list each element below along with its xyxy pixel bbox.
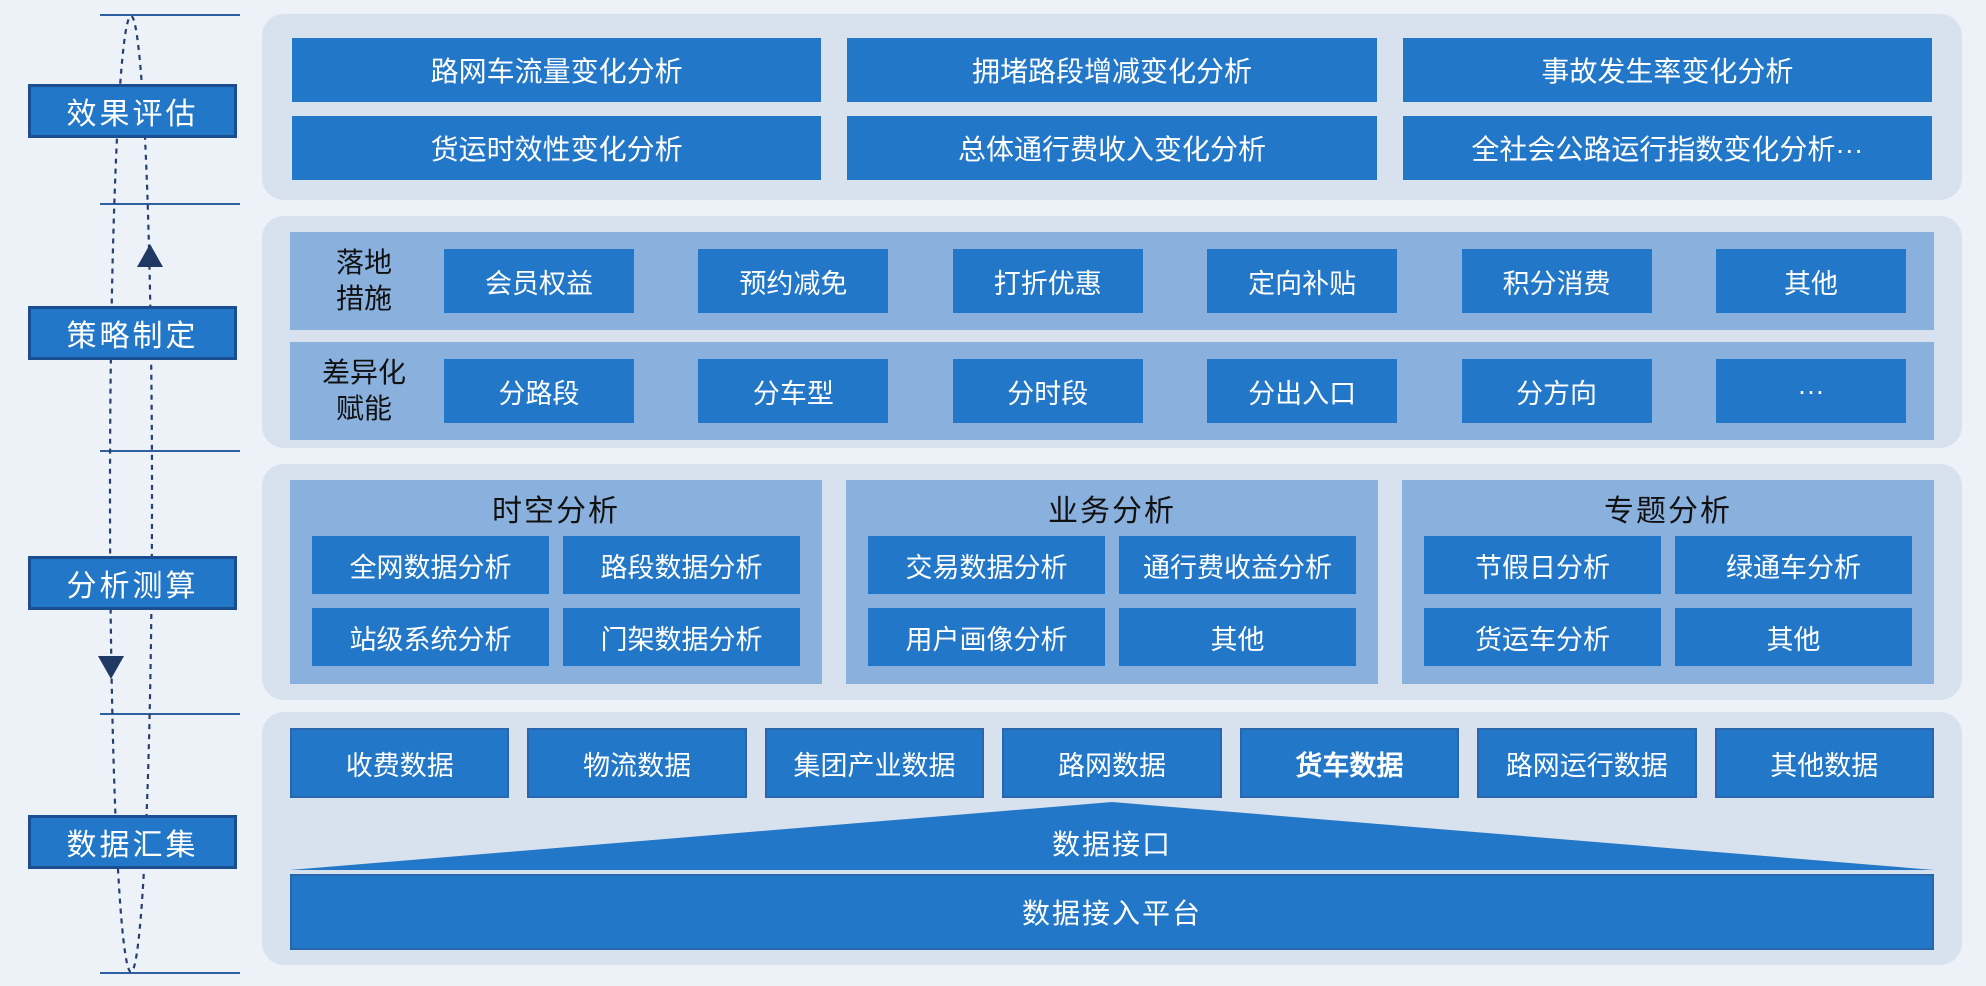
cycle-ellipse-graphic <box>98 14 163 974</box>
analysis-grid: 交易数据分析 通行费收益分析 用户画像分析 其他 <box>868 536 1356 666</box>
strategy-box: 会员权益 <box>444 249 634 313</box>
strategy-box: 分出入口 <box>1207 359 1398 423</box>
rail-divider-line <box>100 14 240 16</box>
label-line: 赋能 <box>335 393 392 424</box>
label-line: 措施 <box>335 283 392 314</box>
strategy-band: 落地 措施 会员权益 预约减免 打折优惠 定向补贴 积分消费 其他 差异化 赋能… <box>262 216 1962 448</box>
strategy-box: 分路段 <box>444 359 634 423</box>
data-band: 收费数据 物流数据 集团产业数据 路网数据 货车数据 路网运行数据 其他数据 数… <box>262 712 1962 965</box>
analysis-box: 站级系统分析 <box>312 608 549 666</box>
evaluation-band: 路网车流量变化分析 拥堵路段增减变化分析 事故发生率变化分析 货运时效性变化分析… <box>262 14 1962 200</box>
strategy-box: 分时段 <box>952 359 1143 423</box>
analysis-box: 门架数据分析 <box>563 608 800 666</box>
evaluation-box: 路网车流量变化分析 <box>292 38 822 102</box>
data-source-box: 其他数据 <box>1714 728 1934 798</box>
analysis-box: 用户画像分析 <box>868 608 1105 666</box>
analysis-column-spatiotemporal: 时空分析 全网数据分析 路段数据分析 站级系统分析 门架数据分析 <box>290 480 822 684</box>
data-interface-triangle: 数据接口 <box>290 802 1934 870</box>
evaluation-box: 事故发生率变化分析 <box>1402 38 1932 102</box>
analysis-box: 交易数据分析 <box>868 536 1105 594</box>
data-source-box: 路网运行数据 <box>1477 728 1697 798</box>
rail-divider-line <box>100 203 240 205</box>
data-source-box: 货车数据 <box>1239 728 1460 798</box>
strategy-row-measures: 落地 措施 会员权益 预约减免 打折优惠 定向补贴 积分消费 其他 <box>290 232 1934 330</box>
analysis-grid: 节假日分析 绿通车分析 货运车分析 其他 <box>1424 536 1912 666</box>
evaluation-box: 拥堵路段增减变化分析 <box>847 38 1377 102</box>
analysis-column-title: 时空分析 <box>492 495 620 528</box>
stage-label-strategy: 策略制定 <box>28 306 237 360</box>
analysis-box: 路段数据分析 <box>563 536 800 594</box>
strategy-boxes: 分路段 分车型 分时段 分出入口 分方向 ··· <box>424 359 1934 423</box>
evaluation-grid: 路网车流量变化分析 拥堵路段增减变化分析 事故发生率变化分析 货运时效性变化分析… <box>292 38 1932 180</box>
analysis-column-business: 业务分析 交易数据分析 通行费收益分析 用户画像分析 其他 <box>846 480 1378 684</box>
analysis-column-special-topic: 专题分析 节假日分析 绿通车分析 货运车分析 其他 <box>1402 480 1934 684</box>
analysis-column-title: 专题分析 <box>1604 495 1732 528</box>
strategy-box: 分方向 <box>1461 359 1652 423</box>
data-source-box: 收费数据 <box>290 728 510 798</box>
analysis-box: 货运车分析 <box>1424 608 1661 666</box>
rail-divider-line <box>100 713 240 715</box>
data-source-box: 路网数据 <box>1002 728 1222 798</box>
strategy-box: 其他 <box>1715 249 1906 313</box>
label-line: 落地 <box>335 247 392 279</box>
rail-divider-line <box>100 972 240 974</box>
data-source-box: 物流数据 <box>527 728 747 798</box>
analysis-box: 通行费收益分析 <box>1119 536 1356 594</box>
analysis-band: 时空分析 全网数据分析 路段数据分析 站级系统分析 门架数据分析 业务分析 交易… <box>262 464 1962 700</box>
analysis-box: 其他 <box>1119 608 1356 666</box>
strategy-box: 打折优惠 <box>952 249 1143 313</box>
analysis-box: 节假日分析 <box>1424 536 1661 594</box>
strategy-boxes: 会员权益 预约减免 打折优惠 定向补贴 积分消费 其他 <box>424 249 1934 313</box>
data-platform-bar: 数据接入平台 <box>290 874 1934 950</box>
rail-divider-line <box>100 450 240 452</box>
arrow-down-icon <box>98 656 124 679</box>
data-source-box: 集团产业数据 <box>764 728 985 798</box>
strategy-box: 分车型 <box>698 359 889 423</box>
strategy-row-differentiation: 差异化 赋能 分路段 分车型 分时段 分出入口 分方向 ··· <box>290 342 1934 440</box>
analysis-columns: 时空分析 全网数据分析 路段数据分析 站级系统分析 门架数据分析 业务分析 交易… <box>290 480 1934 684</box>
analysis-box: 其他 <box>1675 608 1912 666</box>
analysis-box: 全网数据分析 <box>312 536 549 594</box>
strategy-box: ··· <box>1715 359 1906 423</box>
analysis-column-title: 业务分析 <box>1048 495 1176 528</box>
arrow-up-icon <box>137 244 163 267</box>
stage-label-analysis: 分析测算 <box>28 556 237 610</box>
strategy-box: 定向补贴 <box>1207 249 1398 313</box>
evaluation-box: 全社会公路运行指数变化分析··· <box>1402 116 1932 180</box>
analysis-box: 绿通车分析 <box>1675 536 1912 594</box>
strategy-box: 预约减免 <box>698 249 889 313</box>
strategy-box: 积分消费 <box>1461 249 1652 313</box>
evaluation-box: 总体通行费收入变化分析 <box>847 116 1377 180</box>
label-line: 差异化 <box>321 357 406 389</box>
stage-label-data: 数据汇集 <box>28 815 237 869</box>
evaluation-box: 货运时效性变化分析 <box>292 116 822 180</box>
stage-label-evaluation: 效果评估 <box>28 84 237 138</box>
strategy-row-label: 差异化 赋能 <box>304 355 424 427</box>
analysis-grid: 全网数据分析 路段数据分析 站级系统分析 门架数据分析 <box>312 536 800 666</box>
data-source-row: 收费数据 物流数据 集团产业数据 路网数据 货车数据 路网运行数据 其他数据 <box>290 728 1934 798</box>
strategy-row-label: 落地 措施 <box>304 245 424 317</box>
